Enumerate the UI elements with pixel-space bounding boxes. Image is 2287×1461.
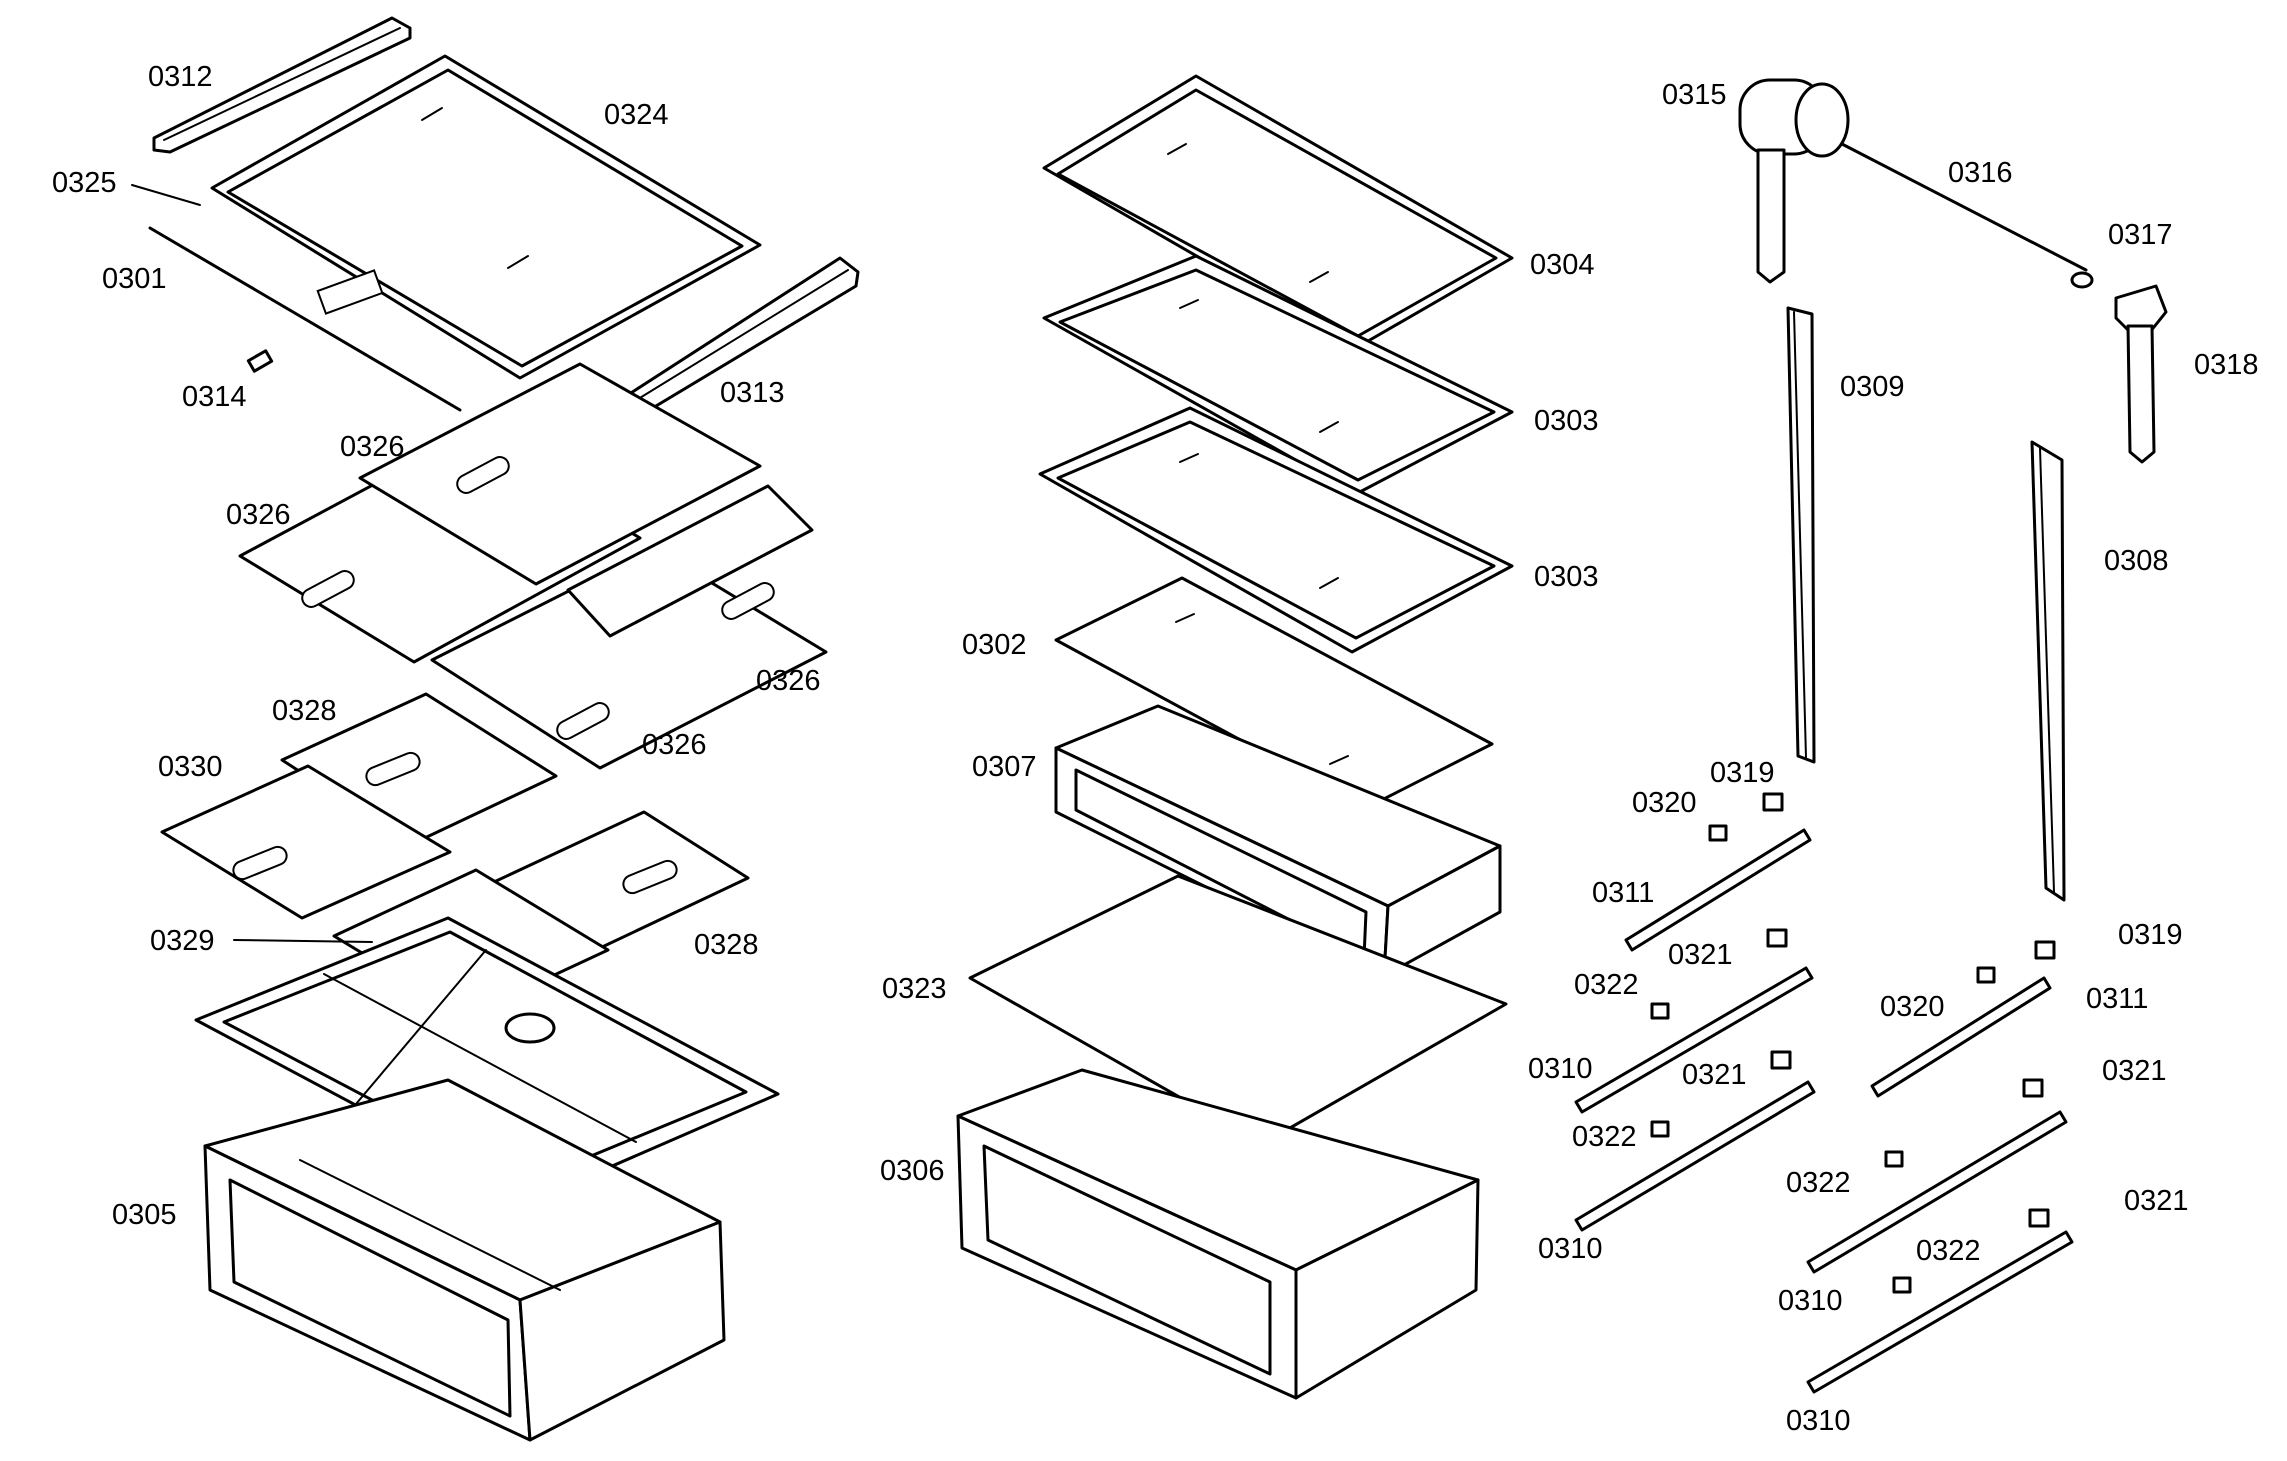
label-0311-a: 0311 xyxy=(1592,877,1654,909)
part-0314-clip xyxy=(246,349,274,373)
label-0330: 0330 xyxy=(158,751,223,783)
label-0310-a: 0310 xyxy=(1528,1053,1593,1085)
part-0329-leader xyxy=(233,939,373,943)
label-0305: 0305 xyxy=(112,1199,177,1231)
label-0310-d: 0310 xyxy=(1786,1405,1851,1437)
part-0305-drawer xyxy=(203,1078,726,1442)
label-0312: 0312 xyxy=(148,61,213,93)
part-0308-upright xyxy=(2030,440,2066,902)
label-0319-a: 0319 xyxy=(1710,757,1775,789)
label-0303-a: 0303 xyxy=(1534,405,1599,437)
label-0322-c: 0322 xyxy=(1786,1167,1851,1199)
part-0315-motor xyxy=(1738,78,1850,284)
label-0316: 0316 xyxy=(1948,157,2013,189)
label-0302: 0302 xyxy=(962,629,1027,661)
label-0322-b: 0322 xyxy=(1572,1121,1637,1153)
part-0312-rail xyxy=(152,16,412,154)
label-0301: 0301 xyxy=(102,263,167,295)
label-0318: 0318 xyxy=(2194,349,2259,381)
label-0306: 0306 xyxy=(880,1155,945,1187)
label-0321-c: 0321 xyxy=(2102,1055,2167,1087)
label-0309: 0309 xyxy=(1840,371,1905,403)
label-0308: 0308 xyxy=(2104,545,2169,577)
label-0321-a: 0321 xyxy=(1668,939,1733,971)
part-slide-rails xyxy=(1574,828,2074,1394)
label-0304: 0304 xyxy=(1530,249,1595,281)
label-0314: 0314 xyxy=(182,381,247,413)
label-0322-d: 0322 xyxy=(1916,1235,1981,1267)
label-0329: 0329 xyxy=(150,925,215,957)
label-0319-b: 0319 xyxy=(2118,919,2183,951)
label-0317: 0317 xyxy=(2108,219,2173,251)
part-0303-shelf-lower xyxy=(1038,406,1514,654)
part-0316-rod xyxy=(1840,142,2088,272)
label-0315: 0315 xyxy=(1662,79,1727,111)
part-0317-coupler xyxy=(2070,271,2094,289)
part-0301-rod xyxy=(148,226,462,412)
label-0324: 0324 xyxy=(604,99,669,131)
label-0328-a: 0328 xyxy=(272,695,337,727)
label-0322-a: 0322 xyxy=(1574,969,1639,1001)
label-0310-c: 0310 xyxy=(1778,1285,1843,1317)
label-0321-d: 0321 xyxy=(2124,1185,2189,1217)
part-0326-perforated-panels xyxy=(238,362,828,770)
part-0324-glass-shelf xyxy=(210,54,762,380)
part-0306-drawer xyxy=(956,1068,1480,1400)
part-0303-shelf-upper xyxy=(1042,254,1514,496)
label-0326-b: 0326 xyxy=(226,499,291,531)
label-0311-b: 0311 xyxy=(2086,983,2148,1015)
label-0328-b: 0328 xyxy=(694,929,759,961)
part-labels: 0312 0324 0325 0301 0314 0313 0326 0326 … xyxy=(52,61,2259,1437)
part-clips xyxy=(1650,792,2056,1294)
label-0320-a: 0320 xyxy=(1632,787,1697,819)
label-0321-b: 0321 xyxy=(1682,1059,1747,1091)
label-0326-d: 0326 xyxy=(642,729,707,761)
label-0313: 0313 xyxy=(720,377,785,409)
part-0325-leader xyxy=(131,184,201,206)
label-0303-b: 0303 xyxy=(1534,561,1599,593)
label-0326-a: 0326 xyxy=(340,431,405,463)
label-0310-b: 0310 xyxy=(1538,1233,1603,1265)
part-0318-bracket xyxy=(2114,284,2168,464)
label-0326-c: 0326 xyxy=(756,665,821,697)
label-0320-b: 0320 xyxy=(1880,991,1945,1023)
label-0325: 0325 xyxy=(52,167,117,199)
part-0309-upright xyxy=(1786,306,1816,764)
part-0323-glass xyxy=(968,874,1508,1146)
label-0307: 0307 xyxy=(972,751,1037,783)
label-0323: 0323 xyxy=(882,973,947,1005)
